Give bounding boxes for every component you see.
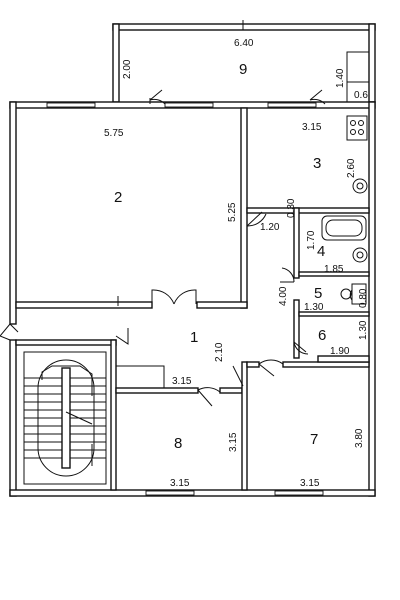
- stove-icon: [346, 115, 368, 141]
- dim-wc-depth: 0.80: [358, 288, 369, 308]
- dim-bath-width: 1.85: [324, 264, 344, 275]
- room-number-4: 4: [317, 243, 325, 260]
- dim-balcony-door-right: 1.40: [335, 68, 346, 88]
- washbasin-icon: [352, 247, 368, 263]
- bathtub-icon: [321, 215, 367, 241]
- dim-room3-depth: 2.60: [346, 158, 357, 178]
- windows: [46, 98, 324, 496]
- dim-room2-width: 5.75: [104, 128, 124, 139]
- dim-hall-depth: 2.10: [214, 342, 225, 362]
- dim-hall-width: 3.15: [172, 376, 192, 387]
- room-number-9: 9: [239, 61, 247, 78]
- dim-room6-depth: 1.30: [358, 320, 369, 340]
- kitchen-sink-icon: [352, 178, 368, 194]
- interior-walls: [15, 107, 370, 491]
- room-number-8: 8: [174, 435, 182, 452]
- room-labels: 1 2 3 4 5 6 7 8 9: [114, 61, 326, 452]
- dim-balcony-width: 6.40: [234, 38, 254, 49]
- dim-balcony-side: 0.6: [354, 90, 368, 101]
- dim-room7-depth: 3.80: [354, 428, 365, 448]
- dim-room6-width: 1.90: [330, 346, 350, 357]
- room-number-3: 3: [313, 155, 321, 172]
- room-number-7: 7: [310, 431, 318, 448]
- dim-room3-width: 3.15: [302, 122, 322, 133]
- balcony-room-9: [112, 20, 376, 103]
- toilet-icon: [349, 283, 367, 305]
- room-number-2: 2: [114, 189, 122, 206]
- room-number-6: 6: [318, 327, 326, 344]
- dim-bath-small: 0.30: [286, 198, 297, 218]
- dim-room8-width: 3.15: [170, 478, 190, 489]
- dim-wc-width: 1.30: [304, 302, 324, 313]
- dim-door-1-20: 1.20: [260, 222, 280, 233]
- room-number-1: 1: [190, 329, 198, 346]
- fixtures: [321, 115, 368, 305]
- dim-balcony-depth: 2.00: [122, 59, 133, 79]
- dimension-labels: 6.40 2.00 1.40 0.6 5.75 5.25 3.15 2.60 1…: [104, 38, 369, 489]
- dim-room2-depth: 5.25: [227, 202, 238, 222]
- dim-room8-depth: 3.15: [228, 432, 239, 452]
- dim-room7-width: 3.15: [300, 478, 320, 489]
- dim-corridor-4-00: 4.00: [278, 286, 289, 306]
- doors: [0, 89, 326, 407]
- staircase: [23, 351, 107, 485]
- dim-bath-depth: 1.70: [306, 230, 317, 250]
- room-number-5: 5: [314, 285, 322, 302]
